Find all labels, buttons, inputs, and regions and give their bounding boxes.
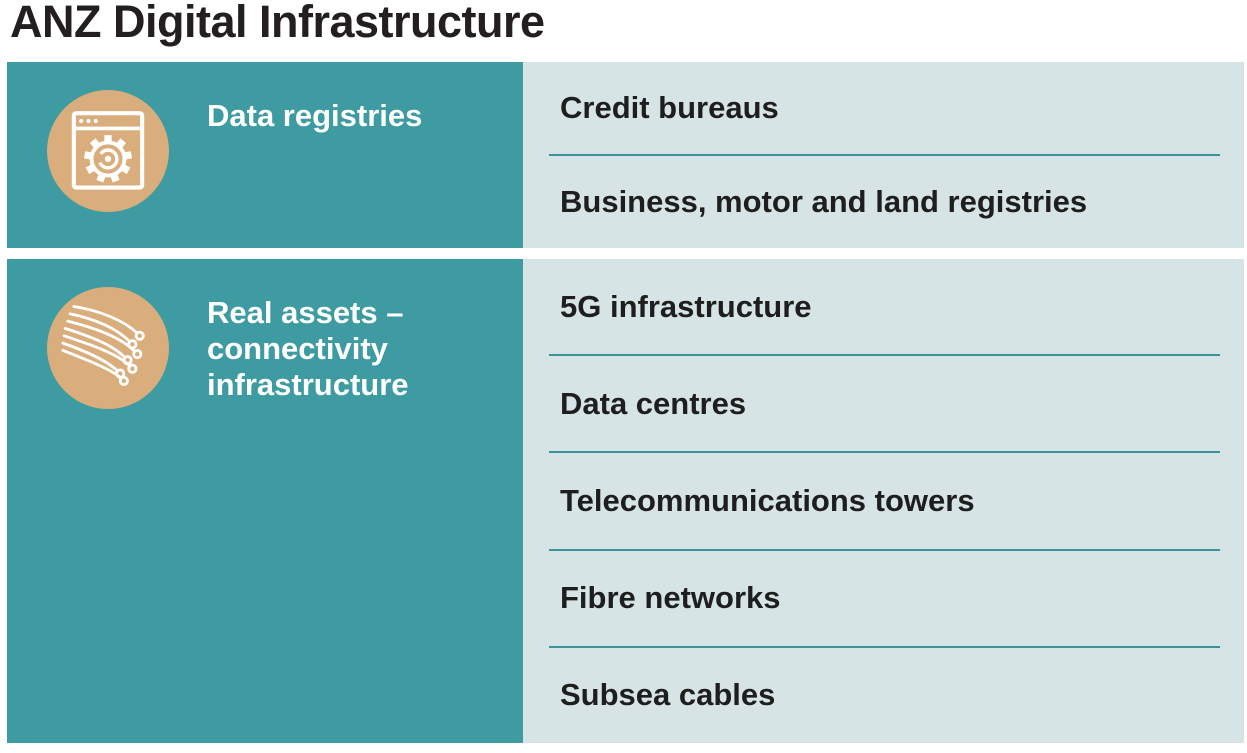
- list-item: Credit bureaus: [523, 62, 1244, 154]
- cell-divider: [549, 548, 1220, 551]
- list-item: Data centres: [523, 356, 1244, 451]
- section-data-registries: Data registries Credit bureaus Business,…: [7, 62, 1244, 248]
- list-item: Subsea cables: [523, 648, 1244, 743]
- list-item-label: Fibre networks: [560, 580, 781, 616]
- list-item-label: Business, motor and land registries: [560, 184, 1088, 219]
- cell-divider: [549, 451, 1220, 454]
- list-item: Fibre networks: [523, 551, 1244, 646]
- category-label-real-assets: Real assets – connectivity infrastructur…: [207, 295, 409, 402]
- cell-divider: [549, 645, 1220, 648]
- items-list-real-assets: 5G infrastructure Data centres Telecommu…: [523, 259, 1244, 743]
- cell-divider: [549, 354, 1220, 357]
- list-item-label: Credit bureaus: [560, 90, 779, 125]
- list-item-label: Telecommunications towers: [560, 483, 975, 518]
- list-item: Telecommunications towers: [523, 453, 1244, 548]
- browser-gear-icon: [47, 90, 169, 212]
- list-item-label: 5G infrastructure: [560, 288, 812, 324]
- list-item-label: Subsea cables: [560, 677, 776, 713]
- list-item: 5G infrastructure: [523, 259, 1244, 354]
- infrastructure-table: Data registries Credit bureaus Business,…: [7, 62, 1244, 743]
- fibre-optic-cables-icon: [47, 287, 169, 409]
- items-list-data-registries: Credit bureaus Business, motor and land …: [523, 62, 1244, 248]
- cell-divider: [549, 154, 1220, 156]
- list-item-label: Data centres: [560, 385, 747, 421]
- category-cell-data-registries: Data registries: [7, 62, 523, 248]
- category-cell-real-assets: Real assets – connectivity infrastructur…: [7, 259, 523, 743]
- list-item: Business, motor and land registries: [523, 156, 1244, 248]
- category-label-data-registries: Data registries: [207, 98, 423, 133]
- section-real-assets-connectivity: Real assets – connectivity infrastructur…: [7, 259, 1244, 743]
- page-title: ANZ Digital Infrastructure: [10, 0, 545, 47]
